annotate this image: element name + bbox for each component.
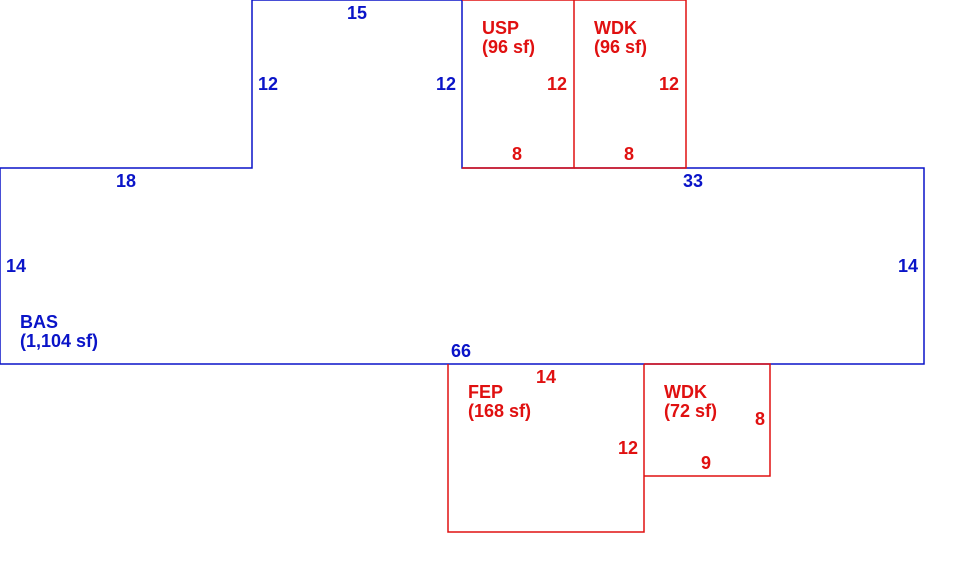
wdk-top-area-label: (96 sf) — [594, 37, 647, 57]
dim-usp-right: 12 — [547, 74, 567, 94]
dim-bas-top-step: 15 — [347, 3, 367, 23]
usp-area-label: (96 sf) — [482, 37, 535, 57]
dim-wdk-bottom-right: 8 — [755, 409, 765, 429]
fep-outline — [447, 364, 645, 533]
dim-wdk-top-bottom: 8 — [624, 144, 634, 164]
dim-usp-bottom: 8 — [512, 144, 522, 164]
wdk-bottom-area-label: (72 sf) — [664, 401, 717, 421]
bas-code-label: BAS — [20, 312, 58, 332]
dim-wdk-top-right: 12 — [659, 74, 679, 94]
dim-bas-top-right: 33 — [683, 171, 703, 191]
bas-area-label: (1,104 sf) — [20, 331, 98, 351]
dim-bas-bottom: 66 — [451, 341, 471, 361]
wdk-bottom-code-label: WDK — [664, 382, 707, 402]
dim-bas-step-right-height: 12 — [436, 74, 456, 94]
dim-bas-right: 14 — [898, 256, 918, 276]
fep-area-label: (168 sf) — [468, 401, 531, 421]
dim-fep-right: 12 — [618, 438, 638, 458]
wdk-top-outline — [574, 0, 687, 169]
usp-code-label: USP — [482, 18, 519, 38]
dim-fep-top: 14 — [536, 367, 556, 387]
usp-outline — [462, 0, 575, 169]
dim-bas-step-left-height: 12 — [258, 74, 278, 94]
wdk-top-code-label: WDK — [594, 18, 637, 38]
bas-outline — [0, 0, 925, 365]
fep-code-label: FEP — [468, 382, 503, 402]
dim-bas-top-left: 18 — [116, 171, 136, 191]
wdk-bottom-outline — [644, 363, 771, 477]
dim-wdk-bottom-bottom: 9 — [701, 453, 711, 473]
dim-bas-left: 14 — [6, 256, 26, 276]
